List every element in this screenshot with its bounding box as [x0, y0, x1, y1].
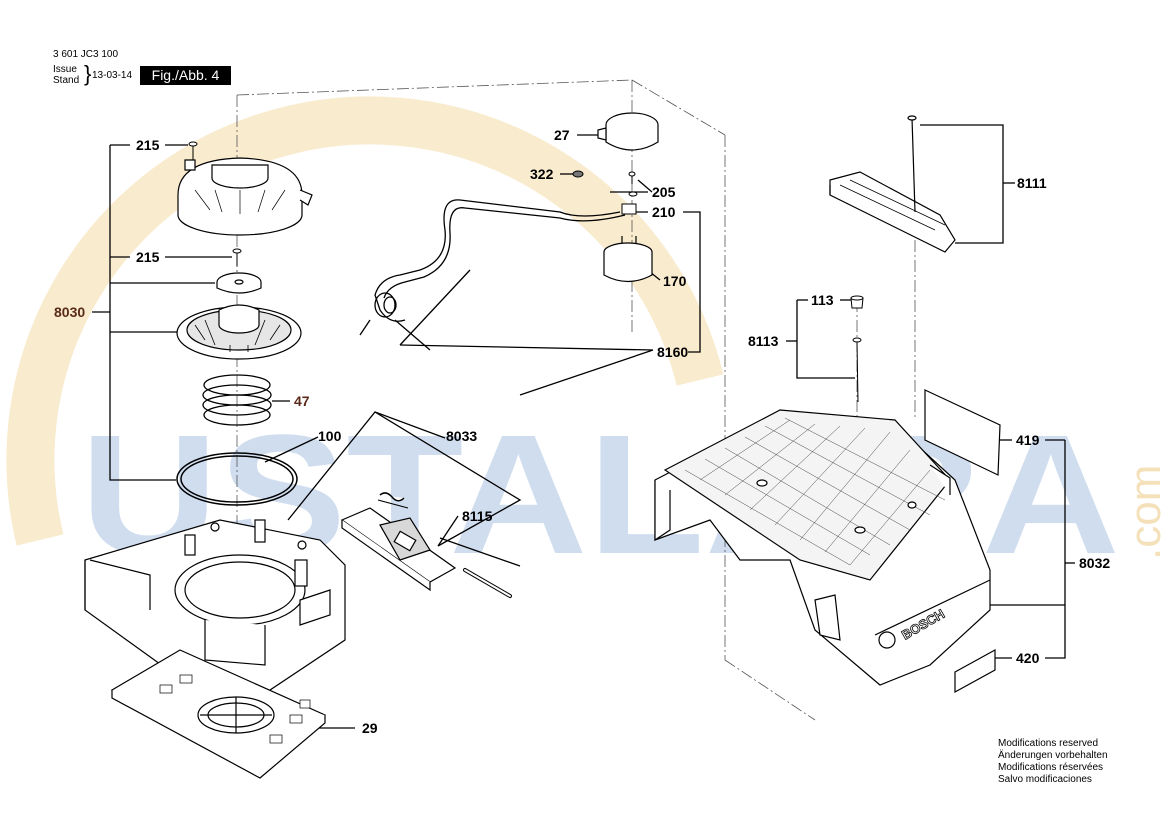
callout-29: 29 — [362, 720, 378, 736]
small-fasteners — [572, 170, 638, 215]
fan-impeller — [176, 304, 302, 360]
callout-8030: 8030 — [54, 304, 85, 320]
callout-322: 322 — [530, 166, 554, 182]
callout-8160: 8160 — [657, 344, 688, 360]
header-brace: } — [84, 61, 92, 86]
spring — [202, 374, 272, 426]
fan-housing — [177, 157, 313, 236]
watermark-arc — [6, 96, 724, 546]
callout-419: 419 — [1016, 432, 1040, 448]
notice-line-es: Salvo modificaciones — [998, 774, 1092, 785]
leader-lines — [92, 124, 1075, 729]
base-plate — [110, 649, 327, 779]
issue-label: Issue — [53, 64, 77, 75]
modifications-notice: Modifications reserved Änderungen vorbeh… — [998, 738, 1108, 786]
washer — [216, 272, 262, 294]
callout-labels: 215 215 8030 47 100 8033 8115 29 27 322 … — [54, 127, 1110, 736]
document-number: 3 601 JC3 100 — [53, 49, 119, 60]
callout-205: 205 — [652, 184, 676, 200]
callout-215-top: 215 — [136, 137, 160, 153]
callout-8113: 8113 — [748, 333, 779, 349]
screw-215-lower — [232, 248, 242, 266]
callout-113: 113 — [811, 292, 834, 308]
callout-8111: 8111 — [1017, 175, 1047, 191]
issue-date: 13-03-14 — [92, 70, 133, 81]
cap — [597, 112, 659, 151]
label-plate-420 — [954, 648, 996, 694]
callout-170: 170 — [663, 273, 687, 289]
handle-grip — [829, 115, 956, 253]
callout-8032: 8032 — [1079, 555, 1110, 571]
callout-100: 100 — [318, 428, 342, 444]
notice-line-fr: Modifications réservées — [998, 762, 1104, 773]
callout-420: 420 — [1016, 650, 1040, 666]
callout-8115: 8115 — [462, 508, 493, 524]
switch-slider — [340, 492, 512, 598]
figure-label: Fig./Abb. 4 — [140, 66, 231, 85]
watermark-suffix: .com — [1121, 465, 1169, 560]
screw-215-top — [188, 141, 198, 162]
callout-215-lower: 215 — [136, 249, 160, 265]
notice-line-en: Modifications reserved — [998, 738, 1099, 749]
stand-label: Stand — [53, 75, 80, 86]
callout-210: 210 — [652, 204, 676, 220]
callout-47: 47 — [294, 393, 310, 409]
callout-27: 27 — [554, 127, 570, 143]
o-ring — [176, 452, 298, 506]
base-housing — [84, 519, 346, 701]
long-screw-8113 — [850, 295, 864, 403]
capacitor — [603, 236, 653, 283]
cable-assembly — [359, 199, 626, 351]
notice-line-de: Änderungen vorbehalten — [998, 750, 1108, 761]
callout-8033: 8033 — [446, 428, 477, 444]
label-plate-419 — [924, 389, 1001, 476]
main-cover: BOSCH — [654, 409, 991, 686]
